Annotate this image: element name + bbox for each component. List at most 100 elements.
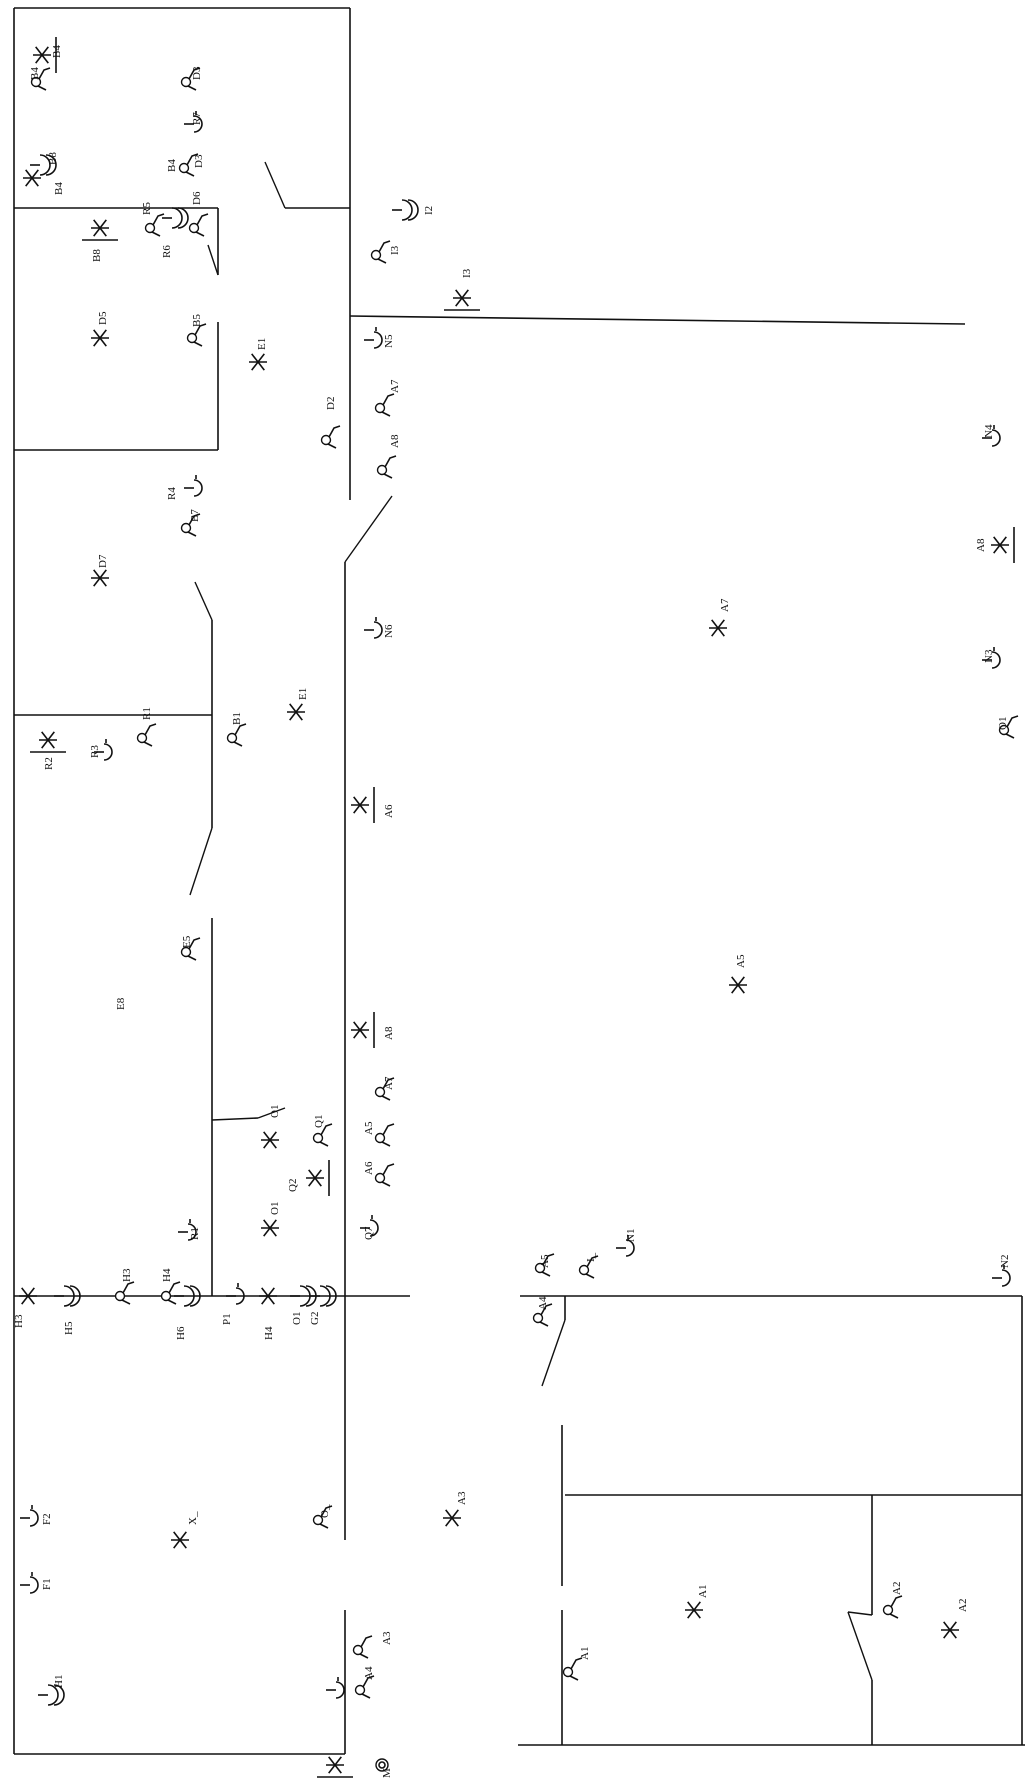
socket-icon [184,111,203,133]
label-i2: I2 [423,206,435,215]
label-x: X_ [187,1511,199,1525]
label-h3-low: H3 [13,1314,25,1328]
wall-room-i-bottom [349,315,966,325]
label-n1: N1 [625,1229,637,1242]
door-e5 [189,827,213,896]
socket-icon [982,425,1001,447]
double-socket-icon [38,1684,65,1706]
label-a5-low: A5 [539,1254,551,1268]
ceiling-light-icon [23,169,41,187]
label-n2: N2 [999,1255,1011,1268]
label-a8-right: A8 [975,538,987,552]
socket-icon [360,1215,379,1237]
label-r7: R7 [191,112,203,125]
double-socket-icon [310,1285,337,1307]
label-a4-low: A4 [537,1296,549,1310]
label-o-low: O_ [319,1504,331,1518]
ceiling-light-icon [82,219,118,241]
label-a5-right: A5 [735,954,747,968]
ceiling-light-icon [685,1601,703,1619]
socket-icon [178,1219,197,1241]
doors [189,161,873,1681]
label-q1: Q1 [313,1115,325,1128]
switch-icon [352,1635,373,1659]
socket-icon [94,739,113,761]
label-a6-mid: A6 [363,1161,375,1175]
switch-icon [374,1163,395,1187]
label-a7-right: A7 [719,598,731,612]
label-a2-sw: A2 [891,1582,903,1595]
switch-icon [188,213,209,237]
ceiling-light-icon [444,289,480,311]
socket-icon [20,1572,39,1594]
electrical-symbols [19,37,1019,1778]
ceiling-light-icon [317,1756,353,1778]
walls [13,7,1025,1755]
label-b5: B5 [191,314,203,327]
label-h4-sw: H4 [161,1268,173,1282]
label-b4b: B4 [166,159,178,172]
switch-icon [532,1303,553,1327]
label-a8-top: A8 [389,434,401,448]
label-b7: B7 [189,509,201,522]
ceiling-light-icon [33,37,57,73]
double-socket-icon [30,154,57,176]
label-i3: I3 [461,268,473,278]
ceiling-light-icon [30,731,66,753]
switch-icon [312,1123,333,1147]
double-socket-icon [174,1285,201,1307]
wall-q-top [211,1117,259,1121]
label-r6: R6 [161,245,173,258]
label-e1b: E1 [297,688,309,700]
label-i3-sw: I3 [389,245,401,255]
ceiling-light-icon [287,703,305,721]
ceiling-light-icon [729,976,747,994]
switch-icon [370,240,391,264]
label-r1-top: R1 [141,707,153,720]
switch-icon [186,323,207,347]
label-d3-top: D3 [191,66,203,80]
label-o1-low: O1 [269,1202,281,1215]
ceiling-light-icon [261,1219,279,1237]
socket-icon [20,1505,39,1527]
ceiling-light-icon [19,1287,37,1305]
label-n3: N3 [983,649,995,663]
socket-icon [364,617,383,639]
label-r2: R2 [43,757,55,770]
label-e1: E1 [256,338,268,350]
label-o1-mid: O1 [269,1105,281,1118]
label-a7-mid: A7 [383,1076,395,1090]
door-a2 [847,1611,873,1616]
label-e5: E5 [181,935,193,948]
label-h4-low: H4 [263,1326,275,1340]
ceiling-light-icon [941,1621,959,1639]
door-q [257,1107,286,1119]
switch-icon [312,1505,333,1529]
door-a2-swing [847,1611,873,1681]
switch-icon [374,1123,395,1147]
label-a4-sw: A4 [363,1666,375,1680]
label-r3: R3 [89,745,101,758]
ceiling-light-icon [306,1160,330,1196]
label-b8-b: B8 [91,249,103,262]
label-h3-sw: H3 [121,1268,133,1282]
switch-icon [178,153,199,177]
label-a8-mid: A8 [383,1026,395,1040]
label-p1: P1 [221,1313,233,1325]
ceiling-light-icon [709,619,727,637]
label-o1-h: O1 [291,1312,303,1325]
door-d7 [194,581,213,621]
ceiling-light-icon [259,1287,277,1305]
label-m: M [381,1768,393,1778]
switch-icon [374,1077,395,1101]
label-a3-corridor: A3 [456,1491,468,1505]
label-r5: R5 [141,202,153,215]
socket-icon [364,327,383,349]
meter-inner-icon [378,1761,386,1769]
ceiling-light-icon [249,353,267,371]
label-b4-top: B4 [51,45,63,58]
switch-icon [136,723,157,747]
switch-icon [144,213,165,237]
switch-icon [882,1595,903,1619]
door-a4 [541,1319,566,1387]
